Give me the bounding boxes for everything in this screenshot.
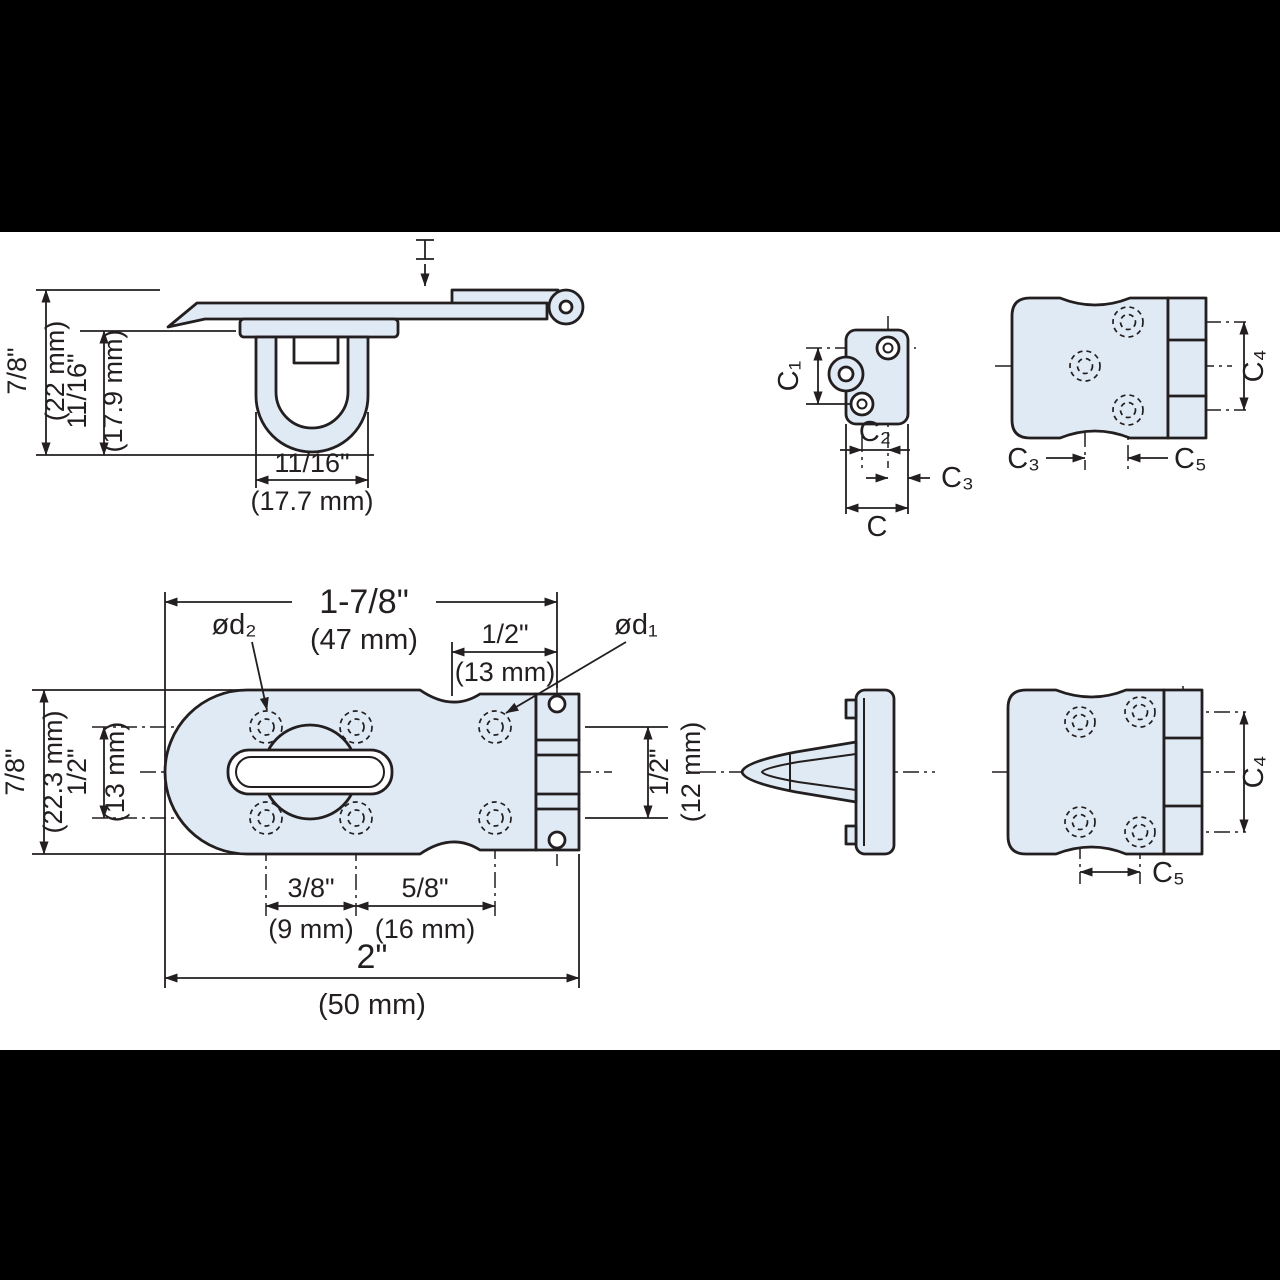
hinge-pin-bottom bbox=[547, 830, 567, 850]
staple-base-plate bbox=[238, 317, 400, 339]
dim-loop-width: 11/16" bbox=[274, 448, 349, 478]
screw-center-bottom bbox=[856, 398, 868, 410]
keeper-knuckle-bottom bbox=[844, 824, 858, 846]
dim-loop-width-mm: (17.7 mm) bbox=[250, 486, 373, 516]
hasp-holes bbox=[249, 710, 512, 835]
keeper-plate-side bbox=[854, 688, 896, 856]
label-hole-dia-1: ød₁ bbox=[614, 609, 658, 641]
dim-overall-width-mm: (50 mm) bbox=[318, 989, 426, 1021]
dim-pin-offset: 1/2" bbox=[481, 619, 528, 649]
letterbox-top bbox=[0, 0, 1280, 232]
keeper-knuckle-top bbox=[844, 698, 858, 720]
keeper-hinge-top bbox=[1166, 296, 1208, 440]
dim-col-gap-2-mm: (16 mm) bbox=[375, 914, 476, 944]
dim-loop-height-mm: (17.9 mm) bbox=[98, 329, 128, 452]
dim-c2: C₂ bbox=[859, 416, 891, 448]
dim-loop-height: 11/16" bbox=[62, 353, 92, 428]
label-hole-dia-2: ød₂ bbox=[211, 609, 256, 641]
dim-col-gap-2: 5/8" bbox=[401, 873, 448, 903]
dim-hole-row-span: 1/2" bbox=[62, 748, 92, 795]
hasp-plan-view: 1-7/8" (47 mm) 1/2" (13 mm) ød₂ ød₁ 7/8"… bbox=[0, 583, 706, 1021]
dim-c3: C₃ bbox=[941, 462, 974, 494]
dim-overall-height-mm: (22 mm) bbox=[40, 321, 70, 422]
dim-c1: C₁ bbox=[773, 360, 805, 391]
dim-hole-row-span-mm: (13 mm) bbox=[100, 722, 130, 823]
dim-c: C bbox=[867, 511, 888, 543]
dim-c4-top: C₄ bbox=[1238, 350, 1270, 383]
dim-right-hole-span: 1/2" bbox=[644, 748, 674, 795]
dim-overall-width: 2" bbox=[357, 938, 388, 976]
dim-plate-height: 7/8" bbox=[0, 748, 30, 795]
dim-c5-top: C₅ bbox=[1174, 443, 1207, 475]
screw-center-top bbox=[882, 342, 894, 354]
dim-overall-height: 7/8" bbox=[2, 347, 32, 394]
keeper-plate-top bbox=[1010, 296, 1170, 440]
dim-plate-height-mm: (22.3 mm) bbox=[38, 710, 68, 833]
dim-width-to-pin-mm: (47 mm) bbox=[310, 624, 418, 656]
keeper-side-view bbox=[700, 688, 935, 856]
hasp-hinge-leaf bbox=[534, 692, 581, 852]
letterbox-bottom bbox=[0, 1050, 1280, 1280]
dim-c3-top: C₃ bbox=[1007, 443, 1040, 475]
dim-width-to-pin: 1-7/8" bbox=[319, 583, 409, 621]
hinge-pin-hole bbox=[558, 299, 574, 315]
keeper-holes-bottom bbox=[1064, 696, 1156, 848]
keeper-plan-view-bottom: C₄ C₅ bbox=[992, 686, 1270, 889]
hasp-side-view: 7/8" (22 mm) 11/16" (17.9 mm) 11/16" (17… bbox=[2, 239, 585, 516]
hinge-pin-top bbox=[547, 694, 567, 714]
dim-col-gap-1: 3/8" bbox=[287, 873, 334, 903]
screw-head-bottom bbox=[849, 391, 875, 417]
hasp-slot-inner bbox=[235, 756, 385, 788]
keeper-holes-top bbox=[1069, 306, 1144, 426]
dim-pin-offset-mm: (13 mm) bbox=[455, 657, 556, 687]
dim-c5-bottom: C₅ bbox=[1152, 857, 1185, 889]
hasp-slot-outer bbox=[226, 748, 394, 796]
hasp-strap-side bbox=[166, 301, 549, 329]
dim-col-gap-1-mm: (9 mm) bbox=[268, 914, 353, 944]
staple-slot bbox=[292, 335, 340, 365]
staple-ring-hole bbox=[837, 365, 855, 383]
keeper-plate-bottom bbox=[1006, 688, 1166, 856]
dim-c4-bottom: C₄ bbox=[1238, 756, 1270, 789]
keeper-hinge-bottom bbox=[1162, 688, 1204, 856]
screw-head-top bbox=[875, 335, 901, 361]
keeper-plan-view-top: C₄ C₃ C₅ bbox=[995, 296, 1270, 475]
staple-side-detail-view: C₁ C₂ C₃ C bbox=[773, 316, 974, 543]
